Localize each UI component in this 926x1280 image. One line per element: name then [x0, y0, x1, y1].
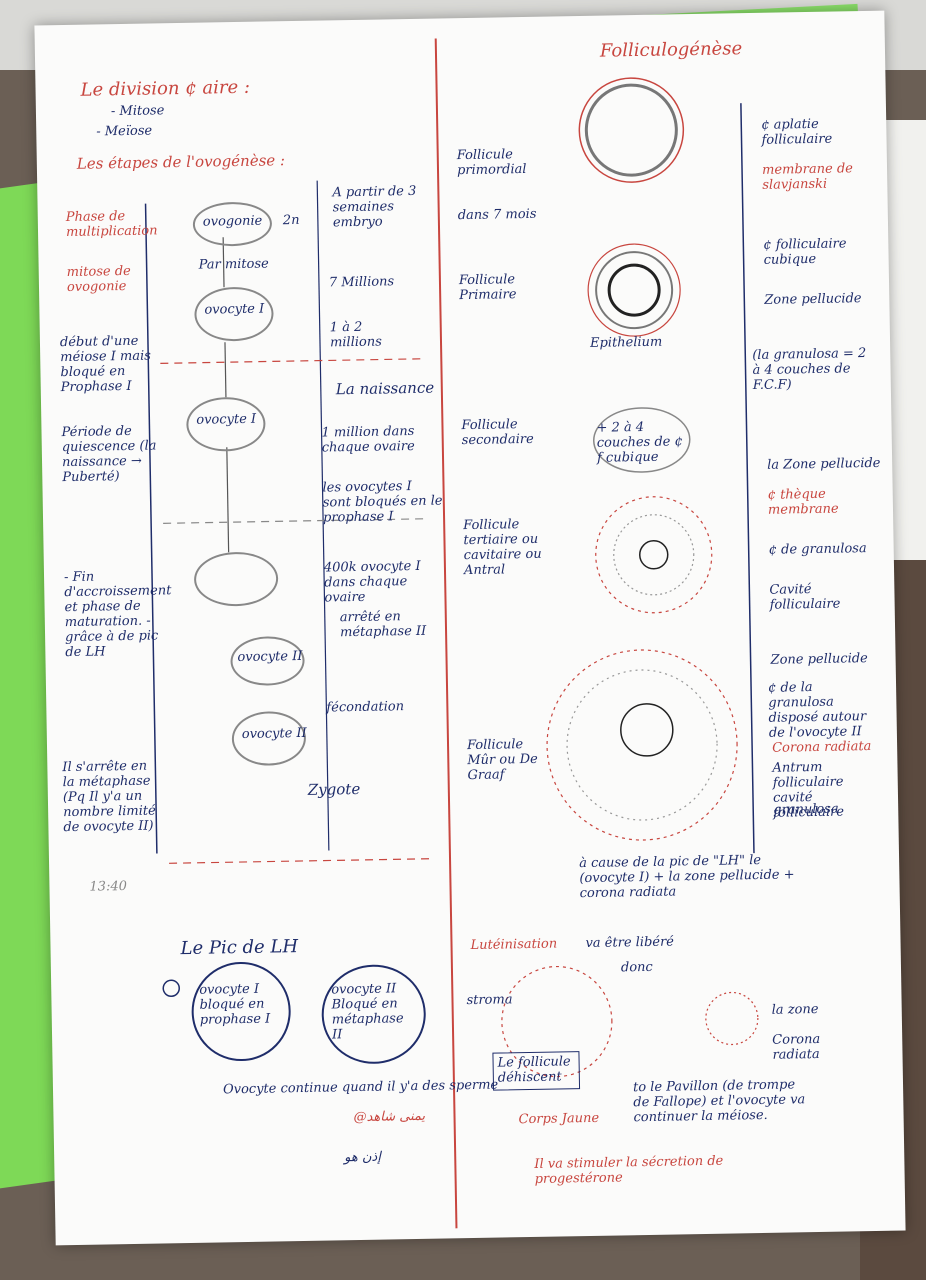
cause-lh: à cause de la pic de "LH" le (ovocyte I)… [578, 852, 795, 902]
lh-ovocyte1-text: ovocyte I bloqué en prophase I [199, 981, 271, 1028]
fin-accroissement: - Fin d'accroissement et phase de matura… [63, 569, 172, 661]
primordial-date: dans 7 mois [457, 206, 537, 224]
zone-label: la zone [771, 1001, 819, 1018]
membrane: membrane de slavjanski [761, 161, 854, 193]
label-phase: Phase de multiplication [65, 208, 158, 240]
luteinisation: Lutéinisation [470, 936, 558, 954]
zone-pellucide-2: la Zone pellucide [767, 455, 881, 473]
item-mitose: - Mitose [110, 103, 165, 120]
ploidy-2n: 2n [282, 212, 300, 229]
stamp: 13:40 [89, 879, 128, 895]
debut-meiose: début d'une méiose I mais bloqué en Prop… [59, 333, 152, 396]
zone-pellucide-1: Zone pellucide [764, 291, 862, 308]
follicule-secondaire: Follicule secondaire [461, 417, 534, 449]
la-naissance: La naissance [335, 378, 435, 399]
dehiscent: Le follicule déhiscent [497, 1054, 571, 1086]
follicule-tertiaire: Follicule tertiaire ou cavitaire ou Antr… [463, 517, 542, 579]
fecondation: fécondation [326, 699, 405, 716]
title-folliculogenese: Folliculogénèse [599, 38, 743, 62]
arrete-metaphase: arrêté en métaphase II [339, 609, 427, 641]
label-mitose: mitose de ovogonie [66, 263, 131, 295]
granulosa-1: (la granulosa = 2 à 4 couches de F.C.F) [752, 346, 867, 394]
arabic-note-2: إذن هو [344, 1149, 382, 1166]
corona-2: Corona radiata [772, 1031, 821, 1063]
ovocyte-400k: 400k ovocyte I dans chaque ovaire [323, 558, 421, 606]
follicule-primaire: Follicule Primaire [458, 272, 517, 304]
zone-pellucide-3: Zone pellucide [770, 651, 868, 668]
ovocyte2-label: ovocyte II [237, 648, 303, 666]
ovocyte1c-cell [193, 551, 279, 607]
epithelium: Epithelium [589, 334, 663, 351]
c-cubique: ¢ folliculaire cubique [763, 236, 847, 268]
ovogonie-label: ovogonie [202, 213, 263, 230]
c-granulosa-autour: ¢ de la granulosa disposé autour de l'ov… [767, 680, 867, 741]
c-aplatie: ¢ aplatie folliculaire [761, 116, 833, 148]
stroma: stroma [466, 992, 513, 1009]
notebook-page: Le division ¢ aire : - Mitose - Meïose L… [34, 10, 906, 1246]
corps-jaune: Corps Jaune [518, 1110, 600, 1128]
secretion: Il va stimuler la sécretion de progestér… [534, 1153, 724, 1187]
follicule-mur: Follicule Mûr ou De Graaf [466, 737, 538, 784]
c-granulosa: ¢ de granulosa [768, 541, 867, 558]
subtitle-etapes: Les étapes de l'ovogénèse : [76, 151, 286, 173]
ovocyte1-label: ovocyte I [204, 301, 265, 318]
millions-7: 7 Millions [328, 274, 395, 291]
periode-quiescence: Période de quiescence (la naissance → Pu… [61, 423, 157, 486]
granulosa-3: granulosa [773, 801, 839, 818]
a-partir: A partir de 3 semaines embryo [332, 183, 417, 231]
arrete-meta: Il s'arrête en la métaphase (Pq Il y'a u… [62, 758, 156, 836]
ovocyte2b-label: ovocyte II [241, 725, 307, 742]
millions-1-2: 1 à 2 millions [329, 319, 382, 351]
ovocyte1b-label: ovocyte I [196, 411, 257, 428]
zygote: Zygote [307, 779, 361, 799]
arabic-note-1: @يمنى شاهد [353, 1108, 426, 1126]
couches-cubique: + 2 à 4 couches de ¢ f cubique [596, 419, 683, 466]
libere: va être libéré [585, 934, 675, 952]
continue-note: Ovocyte continue quand il y'a des sperme [222, 1077, 499, 1098]
follicule-primordial: Follicule primordial [456, 147, 527, 179]
lh-ovocyte2-text: ovocyte II Bloqué en métaphase II [331, 981, 404, 1043]
ovocytes-bloques: les ovocytes I sont bloqués en le propha… [322, 478, 443, 526]
cavite: Cavité folliculaire [769, 582, 841, 613]
corona-radiata: Corona radiata [772, 739, 872, 756]
par-mitose: Par mitose [198, 256, 269, 273]
pavillon: to le Pavillon (de trompe de Fallope) et… [632, 1077, 806, 1126]
donc: donc [620, 959, 653, 976]
million-1: 1 million dans chaque ovaire [321, 423, 415, 456]
item-meiose: - Meïose [96, 123, 153, 140]
lh-title: Le Pic de LH [180, 936, 299, 960]
title-division: Le division ¢ aire : [80, 76, 251, 101]
theque: ¢ thèque membrane [767, 486, 839, 518]
